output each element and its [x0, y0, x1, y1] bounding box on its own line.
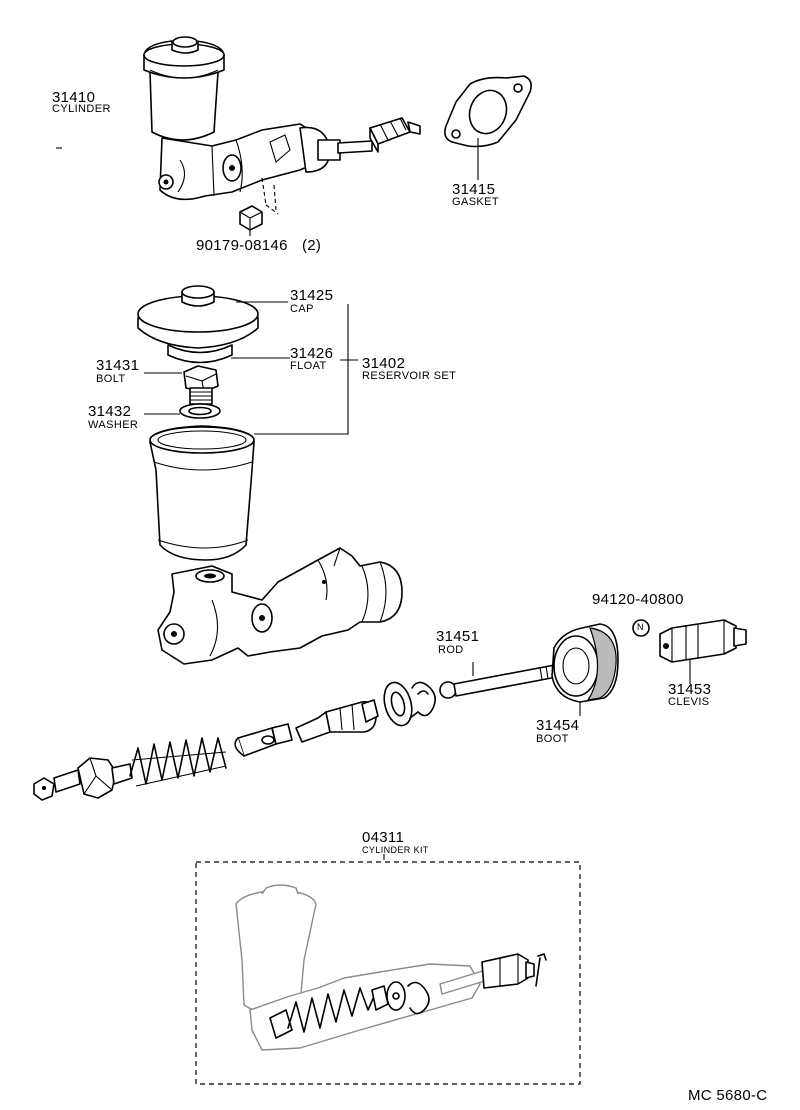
- leader-lines: [56, 138, 690, 860]
- part-number-31454: 31454: [536, 717, 580, 734]
- part-name-washer: WASHER: [88, 419, 139, 431]
- part-name-bolt: BOLT: [96, 373, 126, 385]
- cylinder-assembly-drawing: [144, 37, 420, 230]
- part-number-31410: 31410: [52, 89, 96, 106]
- part-name-clevis: CLEVIS: [668, 696, 710, 708]
- reservoir-set-drawing: [138, 286, 258, 560]
- part-number-31402: 31402: [362, 355, 406, 372]
- cylinder-body-drawing: [158, 548, 402, 664]
- gasket-drawing: [445, 76, 531, 147]
- part-name-reservoir-set: RESERVOIR SET: [362, 370, 457, 382]
- part-name-gasket: GASKET: [452, 196, 500, 208]
- part-number-31425: 31425: [290, 287, 334, 304]
- part-number-94120-40800: 94120-40800: [592, 591, 684, 608]
- part-number-31426: 31426: [290, 345, 334, 362]
- internal-parts-drawing: [34, 620, 746, 800]
- part-name-cylinder: CYLINDER: [52, 103, 111, 115]
- part-number-90179-08146: 90179-08146: [196, 237, 288, 254]
- part-number-31451: 31451: [436, 628, 480, 645]
- part-name-cylinder-kit: CYLINDER KIT: [362, 845, 429, 855]
- part-number-31432: 31432: [88, 403, 132, 420]
- cylinder-kit-drawing: [196, 862, 580, 1084]
- part-number-31415: 31415: [452, 181, 496, 198]
- part-name-cap: CAP: [290, 303, 314, 315]
- part-number-31453: 31453: [668, 681, 712, 698]
- part-number-04311: 04311: [362, 829, 405, 846]
- part-name-boot: BOOT: [536, 733, 569, 745]
- diagram-code: MC 5680-C: [688, 1087, 768, 1104]
- part-name-float: FLOAT: [290, 360, 327, 372]
- part-number-31431: 31431: [96, 357, 140, 374]
- part-quantity: (2): [302, 237, 322, 254]
- part-name-rod: ROD: [438, 644, 464, 656]
- pin-symbol-n: N: [637, 622, 644, 632]
